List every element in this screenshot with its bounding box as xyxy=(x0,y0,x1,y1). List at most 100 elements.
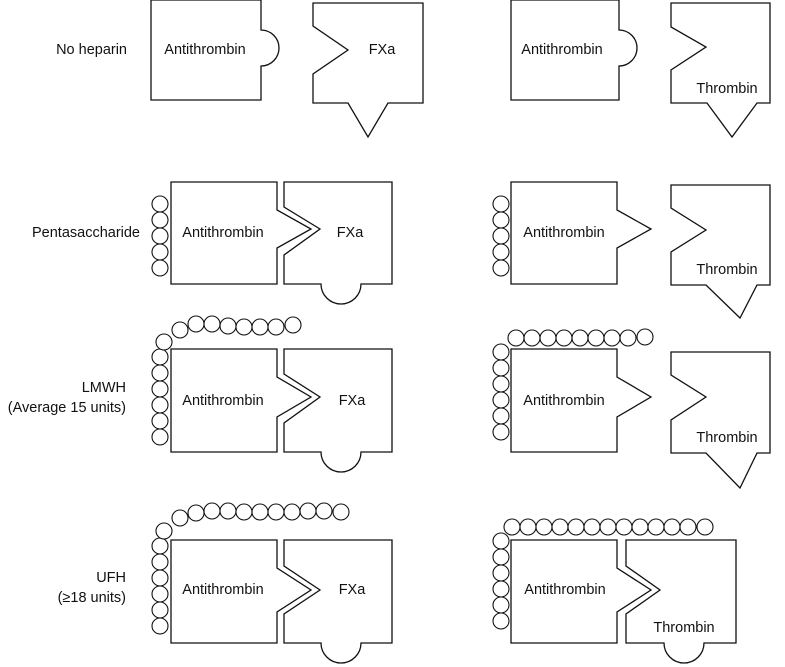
antithrombin-label: Antithrombin xyxy=(182,393,263,409)
saccharide-unit xyxy=(267,318,285,336)
saccharide-unit xyxy=(151,364,169,382)
saccharide-unit xyxy=(603,329,621,347)
saccharide-unit xyxy=(492,211,510,229)
saccharide-unit xyxy=(492,596,510,614)
saccharide-unit xyxy=(203,315,221,333)
saccharide-unit xyxy=(315,502,333,520)
saccharide-unit xyxy=(151,553,169,571)
row-pentasaccharide-fxa: Antithrombin FXa xyxy=(151,181,393,305)
thrombin-label: Thrombin xyxy=(696,81,757,97)
row-label-ufh-detail: (≥18 units) xyxy=(58,590,126,606)
saccharide-unit xyxy=(151,396,169,414)
thrombin-label: Thrombin xyxy=(653,620,714,636)
saccharide-unit xyxy=(267,503,285,521)
saccharide-unit xyxy=(539,329,557,347)
row-lmwh-thrombin: Antithrombin Thrombin xyxy=(492,328,771,490)
saccharide-unit xyxy=(492,227,510,245)
fxa-shape xyxy=(283,539,393,664)
row-no-heparin-thrombin: Antithrombin Thrombin xyxy=(510,0,771,139)
antithrombin-label: Antithrombin xyxy=(523,393,604,409)
saccharide-unit xyxy=(492,407,510,425)
fxa-label: FXa xyxy=(339,582,367,598)
saccharide-unit xyxy=(151,428,169,446)
saccharide-unit xyxy=(583,518,601,536)
row-no-heparin-fxa: Antithrombin FXa xyxy=(150,0,424,139)
antithrombin-label: Antithrombin xyxy=(524,582,605,598)
saccharide-unit xyxy=(219,502,237,520)
saccharide-unit xyxy=(151,211,169,229)
antithrombin-label: Antithrombin xyxy=(164,42,245,58)
ufh-chain xyxy=(492,518,714,630)
antithrombin-shape xyxy=(510,0,638,101)
antithrombin-shape xyxy=(510,181,653,285)
saccharide-unit xyxy=(555,329,573,347)
saccharide-unit xyxy=(151,412,169,430)
saccharide-unit xyxy=(492,343,510,361)
saccharide-unit xyxy=(523,329,541,347)
saccharide-unit xyxy=(519,518,537,536)
saccharide-unit xyxy=(251,318,269,336)
saccharide-unit xyxy=(615,518,633,536)
saccharide-unit xyxy=(492,243,510,261)
saccharide-unit xyxy=(187,315,205,333)
saccharide-unit xyxy=(567,518,585,536)
saccharide-unit xyxy=(492,359,510,377)
row-label-no-heparin: No heparin xyxy=(56,42,127,58)
saccharide-unit xyxy=(151,585,169,603)
thrombin-label: Thrombin xyxy=(696,262,757,278)
antithrombin-label: Antithrombin xyxy=(521,42,602,58)
antithrombin-shape xyxy=(510,539,653,644)
row-label-ufh: UFH xyxy=(96,570,126,586)
fxa-label: FXa xyxy=(369,42,397,58)
lmwh-chain xyxy=(492,328,654,441)
saccharide-unit xyxy=(151,537,169,555)
row-label-lmwh: LMWH xyxy=(82,380,126,396)
saccharide-unit xyxy=(587,329,605,347)
saccharide-unit xyxy=(251,503,269,521)
antithrombin-shape xyxy=(170,539,313,644)
row-ufh-thrombin: Antithrombin Thrombin xyxy=(492,518,737,664)
thrombin-shape xyxy=(670,184,771,320)
saccharide-unit xyxy=(151,617,169,635)
saccharide-unit xyxy=(492,391,510,409)
saccharide-unit xyxy=(663,518,681,536)
row-label-pentasaccharide: Pentasaccharide xyxy=(32,225,140,241)
antithrombin-shape xyxy=(170,348,313,453)
saccharide-unit xyxy=(647,518,665,536)
saccharide-unit xyxy=(151,227,169,245)
saccharide-unit xyxy=(492,532,510,550)
pentasaccharide-chain xyxy=(151,195,169,277)
saccharide-unit xyxy=(492,423,510,441)
saccharide-unit xyxy=(235,503,253,521)
ufh-chain xyxy=(151,502,350,635)
saccharide-unit xyxy=(187,504,205,522)
saccharide-unit xyxy=(332,503,350,521)
fxa-shape xyxy=(312,2,424,139)
saccharide-unit xyxy=(492,195,510,213)
saccharide-unit xyxy=(619,329,637,347)
saccharide-unit xyxy=(571,329,589,347)
thrombin-shape xyxy=(670,2,771,139)
saccharide-unit xyxy=(203,502,221,520)
saccharide-unit xyxy=(535,518,553,536)
saccharide-unit xyxy=(492,548,510,566)
saccharide-unit xyxy=(284,316,302,334)
fxa-label: FXa xyxy=(337,225,365,241)
row-ufh-fxa: Antithrombin FXa xyxy=(151,502,393,664)
saccharide-unit xyxy=(151,243,169,261)
saccharide-unit xyxy=(492,259,510,277)
row-label-lmwh-detail: (Average 15 units) xyxy=(8,400,126,416)
antithrombin-label: Antithrombin xyxy=(523,225,604,241)
lmwh-chain xyxy=(151,315,302,446)
saccharide-unit xyxy=(503,518,521,536)
saccharide-unit xyxy=(599,518,617,536)
antithrombin-shape xyxy=(150,0,280,101)
saccharide-unit xyxy=(151,348,169,366)
saccharide-unit xyxy=(155,522,173,540)
saccharide-unit xyxy=(171,509,189,527)
saccharide-unit xyxy=(679,518,697,536)
saccharide-unit xyxy=(492,580,510,598)
saccharide-unit xyxy=(636,328,654,346)
saccharide-unit xyxy=(492,564,510,582)
antithrombin-label: Antithrombin xyxy=(182,582,263,598)
